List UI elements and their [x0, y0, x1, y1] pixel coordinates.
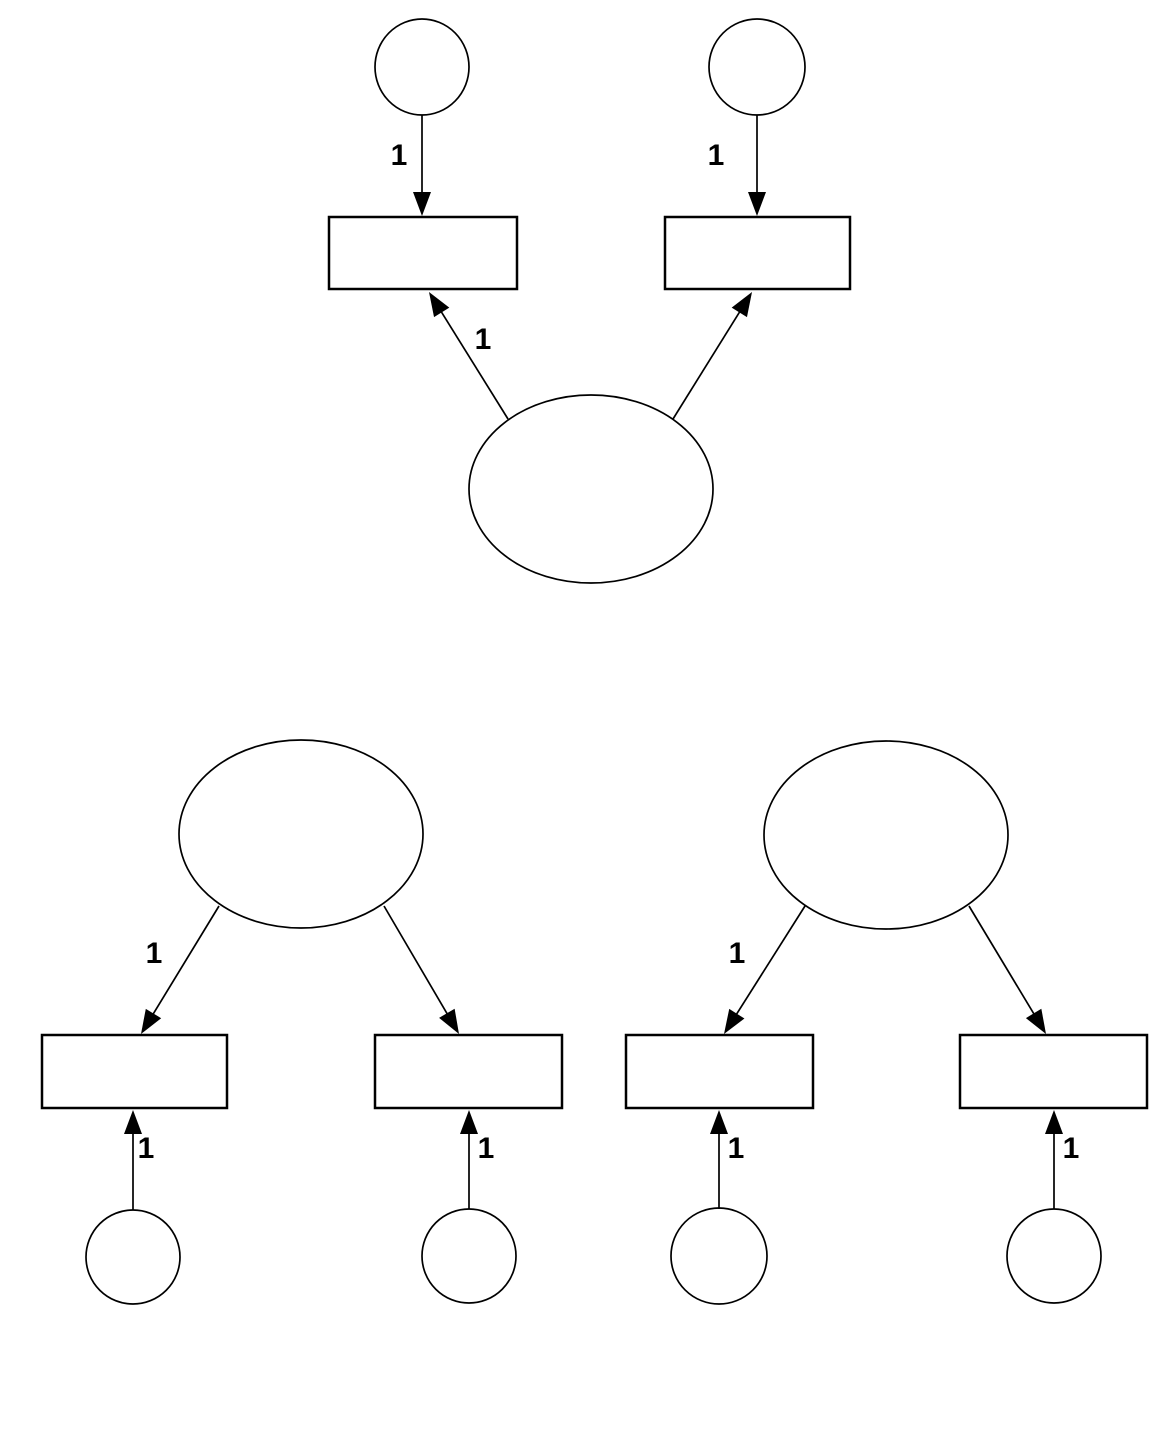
arrow-bl-latent-left-line: [149, 905, 220, 1020]
error-circle-bl-left: [85, 1209, 181, 1305]
arrow-br-latent-left-arrowhead-icon: [724, 1008, 745, 1034]
arrow-bl-error-left-arrowhead-icon: [124, 1110, 142, 1134]
arrow-bl-error-right-arrowhead-icon: [460, 1110, 478, 1134]
arrow-top-latent-left-arrowhead-icon: [429, 292, 450, 318]
arrow-top-latent-left-line: [437, 306, 509, 420]
arrow-top-latent-right-line: [672, 306, 744, 420]
arrow-br-error-left-arrowhead-icon: [710, 1110, 728, 1134]
arrow-bl-latent-right-line: [383, 905, 451, 1019]
observed-rect-top-right: [663, 215, 852, 291]
observed-rect-br-right: [958, 1033, 1149, 1110]
observed-rect-bl-left: [40, 1033, 229, 1110]
arrow-top-error-left-coefficient-label: 1: [391, 139, 408, 172]
arrow-top-latent-left-coefficient-label: 1: [475, 323, 492, 356]
error-circle-bl-right: [421, 1208, 517, 1304]
latent-ellipse-bottom-right: [763, 740, 1009, 930]
arrow-br-latent-left-coefficient-label: 1: [729, 937, 746, 970]
arrow-top-error-left-arrowhead-icon: [413, 192, 431, 216]
error-circle-br-left: [670, 1207, 768, 1305]
observed-rect-bl-right: [373, 1033, 564, 1110]
latent-ellipse-bottom-left: [178, 739, 424, 929]
observed-rect-br-left: [624, 1033, 815, 1110]
arrow-top-latent-right-arrowhead-icon: [731, 292, 752, 318]
arrow-bl-latent-left-arrowhead-icon: [141, 1008, 162, 1034]
arrow-top-error-right-arrowhead-icon: [748, 192, 766, 216]
arrow-bl-error-left-coefficient-label: 1: [138, 1132, 155, 1165]
arrow-br-latent-right-line: [968, 905, 1038, 1020]
error-circle-top-left: [374, 18, 470, 116]
observed-rect-top-left: [327, 215, 519, 291]
arrow-br-error-right-arrowhead-icon: [1045, 1110, 1063, 1134]
arrow-bl-error-right-coefficient-label: 1: [478, 1132, 495, 1165]
arrow-br-error-right-coefficient-label: 1: [1063, 1132, 1080, 1165]
arrow-br-error-left-coefficient-label: 1: [728, 1132, 745, 1165]
arrow-bl-latent-left-coefficient-label: 1: [146, 937, 163, 970]
error-circle-br-right: [1006, 1208, 1102, 1304]
error-circle-top-right: [708, 18, 806, 116]
latent-ellipse-top: [468, 394, 714, 584]
arrow-br-latent-left-line: [732, 905, 806, 1020]
arrow-top-error-right-coefficient-label: 1: [708, 139, 725, 172]
arrow-bl-latent-right-arrowhead-icon: [439, 1008, 459, 1034]
arrow-br-latent-right-arrowhead-icon: [1025, 1008, 1046, 1034]
